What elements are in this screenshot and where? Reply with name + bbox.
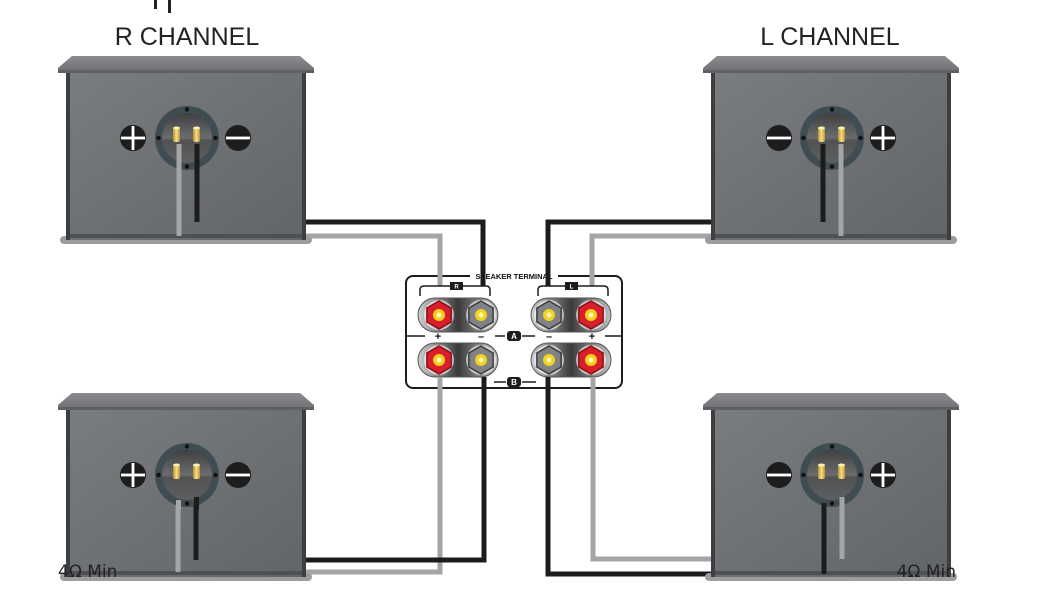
top-marker — [154, 0, 171, 13]
speaker-terminal-panel: SPEAKER TERMINAL R L A + — [405, 270, 623, 391]
r-a-positive-post — [423, 299, 455, 331]
l-channel-label: L CHANNEL — [760, 23, 899, 51]
r-minus-sign: – — [478, 331, 484, 343]
minus-icon — [766, 462, 792, 488]
l-b-negative-post — [533, 344, 565, 376]
speaker-terminal-cup — [800, 106, 864, 170]
plus-icon — [870, 462, 896, 488]
group-l-label: L — [570, 285, 574, 291]
row-b-r-terminals — [417, 342, 499, 378]
cable-overlays — [175, 168, 845, 574]
impedance-label-right: 4Ω Min — [897, 562, 956, 582]
l-plus-sign: + — [589, 331, 595, 343]
r-a-negative-post — [465, 299, 497, 331]
plus-icon — [120, 125, 146, 151]
l-minus-sign: – — [546, 331, 552, 343]
r-plus-sign: + — [435, 331, 441, 343]
speaker-terminal-cup — [155, 443, 219, 507]
row-b-l-terminals — [530, 342, 612, 378]
minus-icon — [225, 125, 251, 151]
r-b-negative-post — [465, 344, 497, 376]
speaker-bottom-left — [58, 393, 314, 581]
l-a-negative-post — [533, 299, 565, 331]
minus-icon — [766, 125, 792, 151]
row-b-label: B — [511, 378, 517, 387]
row-a-r-terminals — [417, 297, 499, 333]
speaker-bottom-right — [703, 393, 959, 581]
r-b-positive-post — [423, 344, 455, 376]
r-channel-label: R CHANNEL — [115, 23, 260, 51]
plus-icon — [120, 462, 146, 488]
terminal-title: SPEAKER TERMINAL — [475, 272, 553, 281]
minus-icon — [225, 462, 251, 488]
speaker-terminal-cup — [800, 443, 864, 507]
group-r-label: R — [454, 285, 459, 291]
l-a-positive-post — [575, 299, 607, 331]
speaker-terminal-cup — [155, 106, 219, 170]
impedance-label-left: 4Ω Min — [58, 562, 117, 582]
speaker-top-left — [58, 56, 314, 244]
row-a-l-terminals — [530, 297, 612, 333]
l-b-positive-post — [575, 344, 607, 376]
plus-icon — [870, 125, 896, 151]
speaker-top-right — [703, 56, 959, 244]
row-a-label: A — [511, 332, 517, 341]
